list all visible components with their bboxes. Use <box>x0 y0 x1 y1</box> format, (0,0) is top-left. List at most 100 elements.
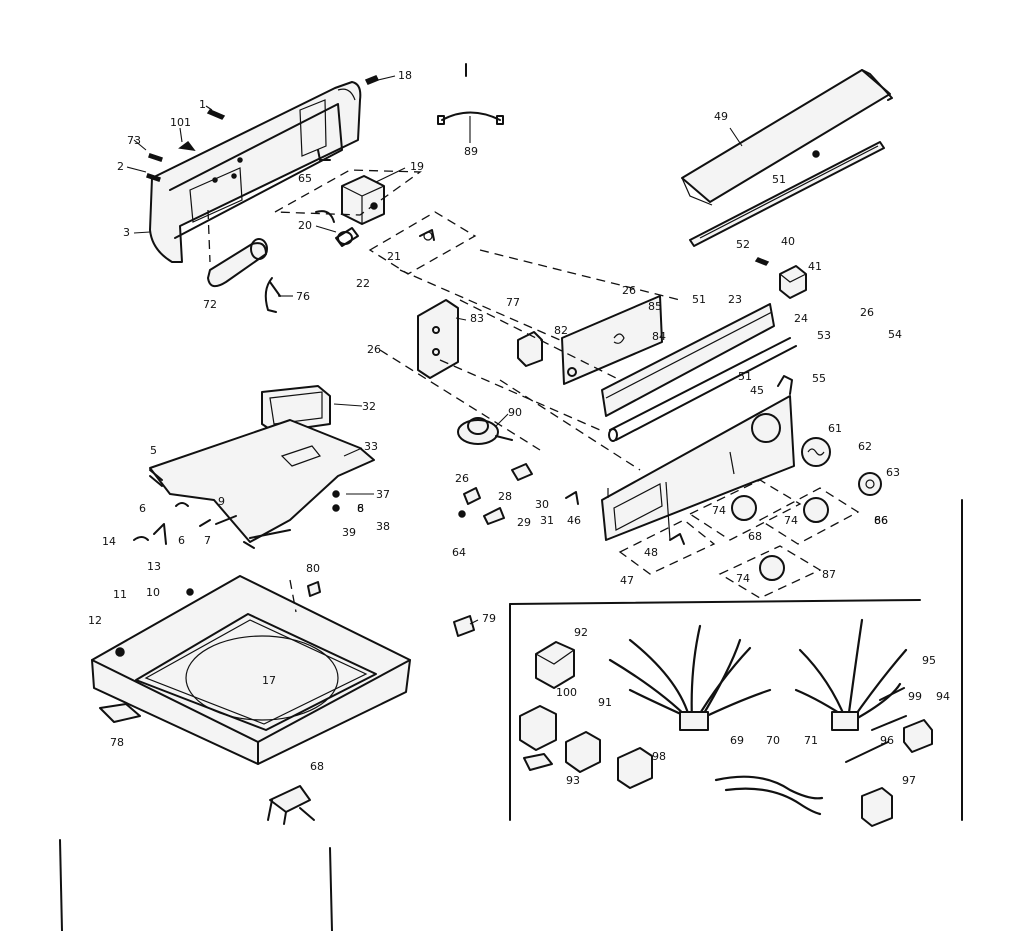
callout-38: 38 <box>376 520 390 533</box>
callout-9: 9 <box>218 495 225 508</box>
knob-groups <box>618 479 860 599</box>
callout-39: 39 <box>342 526 356 539</box>
hardware-left <box>133 469 291 549</box>
callout-54: 54 <box>888 328 902 341</box>
callout-100: 100 <box>556 686 577 699</box>
callout-55: 55 <box>812 372 826 385</box>
callout-89: 89 <box>464 145 478 158</box>
screws-top-left <box>146 75 380 182</box>
callout-47: 47 <box>620 574 634 587</box>
callout-86: 86 <box>874 514 888 527</box>
callout-29: 29 <box>517 516 531 529</box>
callout-78: 78 <box>110 736 124 749</box>
callout-37: 37 <box>376 488 390 501</box>
relay-98 <box>617 747 653 789</box>
callout-6c: 6 <box>357 502 364 515</box>
callout-74b: 74 <box>784 514 798 527</box>
callout-85: 85 <box>648 300 662 313</box>
callout-14: 14 <box>102 535 116 548</box>
callout-46: 46 <box>567 514 581 527</box>
callout-99: 99 <box>908 690 922 703</box>
small-parts-center <box>458 463 579 525</box>
wiring-inset <box>59 63 963 931</box>
callout-101: 101 <box>170 116 191 129</box>
knob-63 <box>858 472 882 496</box>
callout-24: 24 <box>794 312 808 325</box>
relay-100 <box>519 705 557 751</box>
callout-49: 49 <box>714 110 728 123</box>
callout-51b: 51 <box>692 293 706 306</box>
callout-90: 90 <box>508 406 522 419</box>
callout-52: 52 <box>736 238 750 251</box>
callout-87: 87 <box>822 568 836 581</box>
capacitor <box>207 209 268 288</box>
callout-48: 48 <box>644 546 658 559</box>
callout-74a: 74 <box>712 504 726 517</box>
callout-28: 28 <box>498 490 512 503</box>
relay-91 <box>565 731 601 773</box>
clip-80 <box>307 581 321 597</box>
callout-53: 53 <box>817 329 831 342</box>
knob-61 <box>801 437 831 467</box>
switch-82 <box>517 331 543 367</box>
callout-2: 2 <box>117 160 124 173</box>
callout-6b: 6 <box>178 534 185 547</box>
callout-70: 70 <box>766 734 780 747</box>
rail-23 <box>601 303 775 417</box>
clip-79 <box>453 615 475 637</box>
callout-19: 19 <box>410 160 424 173</box>
callout-12: 12 <box>88 614 102 627</box>
callout-22: 22 <box>356 277 370 290</box>
callout-1: 1 <box>199 98 206 111</box>
timer-assembly <box>272 169 477 275</box>
callout-8: 8 <box>357 502 364 515</box>
console-backsplash <box>149 81 362 263</box>
panel-85 <box>561 295 663 385</box>
base-plate <box>149 385 375 543</box>
switch-94 <box>903 719 933 753</box>
harness-71 <box>794 618 908 731</box>
callout-21: 21 <box>387 250 401 263</box>
callout-93: 93 <box>566 774 580 787</box>
callout-18: 18 <box>398 69 412 82</box>
callout-91: 91 <box>598 696 612 709</box>
bracket-88 <box>267 785 315 825</box>
callout-80: 80 <box>306 562 320 575</box>
callout-82: 82 <box>554 324 568 337</box>
callout-94: 94 <box>936 690 950 703</box>
callout-74c: 74 <box>736 572 750 585</box>
top-trim <box>681 69 893 247</box>
callout-45: 45 <box>750 384 764 397</box>
callout-20: 20 <box>298 219 312 232</box>
callout-41: 41 <box>808 260 822 273</box>
callout-83: 83 <box>470 312 484 325</box>
callout-71: 71 <box>804 734 818 747</box>
callout-leaders <box>126 75 743 625</box>
wire-70 <box>714 775 824 816</box>
callout-13: 13 <box>147 560 161 573</box>
callout-68b: 68 <box>310 760 324 773</box>
callout-61: 61 <box>828 422 842 435</box>
callout-92: 92 <box>574 626 588 639</box>
callout-26c: 26 <box>455 472 469 485</box>
callout-10: 10 <box>146 586 160 599</box>
callout-77: 77 <box>506 296 520 309</box>
callout-65: 65 <box>298 172 312 185</box>
callout-7: 7 <box>204 534 211 547</box>
tub-top <box>91 575 411 765</box>
callout-69: 69 <box>730 734 744 747</box>
harness-69 <box>608 624 772 731</box>
switch-41 <box>754 257 807 299</box>
callout-68a: 68 <box>748 530 762 543</box>
callout-17: 17 <box>262 674 276 687</box>
callout-11: 11 <box>113 588 127 601</box>
callout-30: 30 <box>535 498 549 511</box>
callout-63: 63 <box>886 466 900 479</box>
callout-26d: 26 <box>860 306 874 319</box>
rod-24 <box>608 337 797 442</box>
callout-84: 84 <box>652 330 666 343</box>
callout-95: 95 <box>922 654 936 667</box>
callout-51a: 51 <box>772 173 786 186</box>
